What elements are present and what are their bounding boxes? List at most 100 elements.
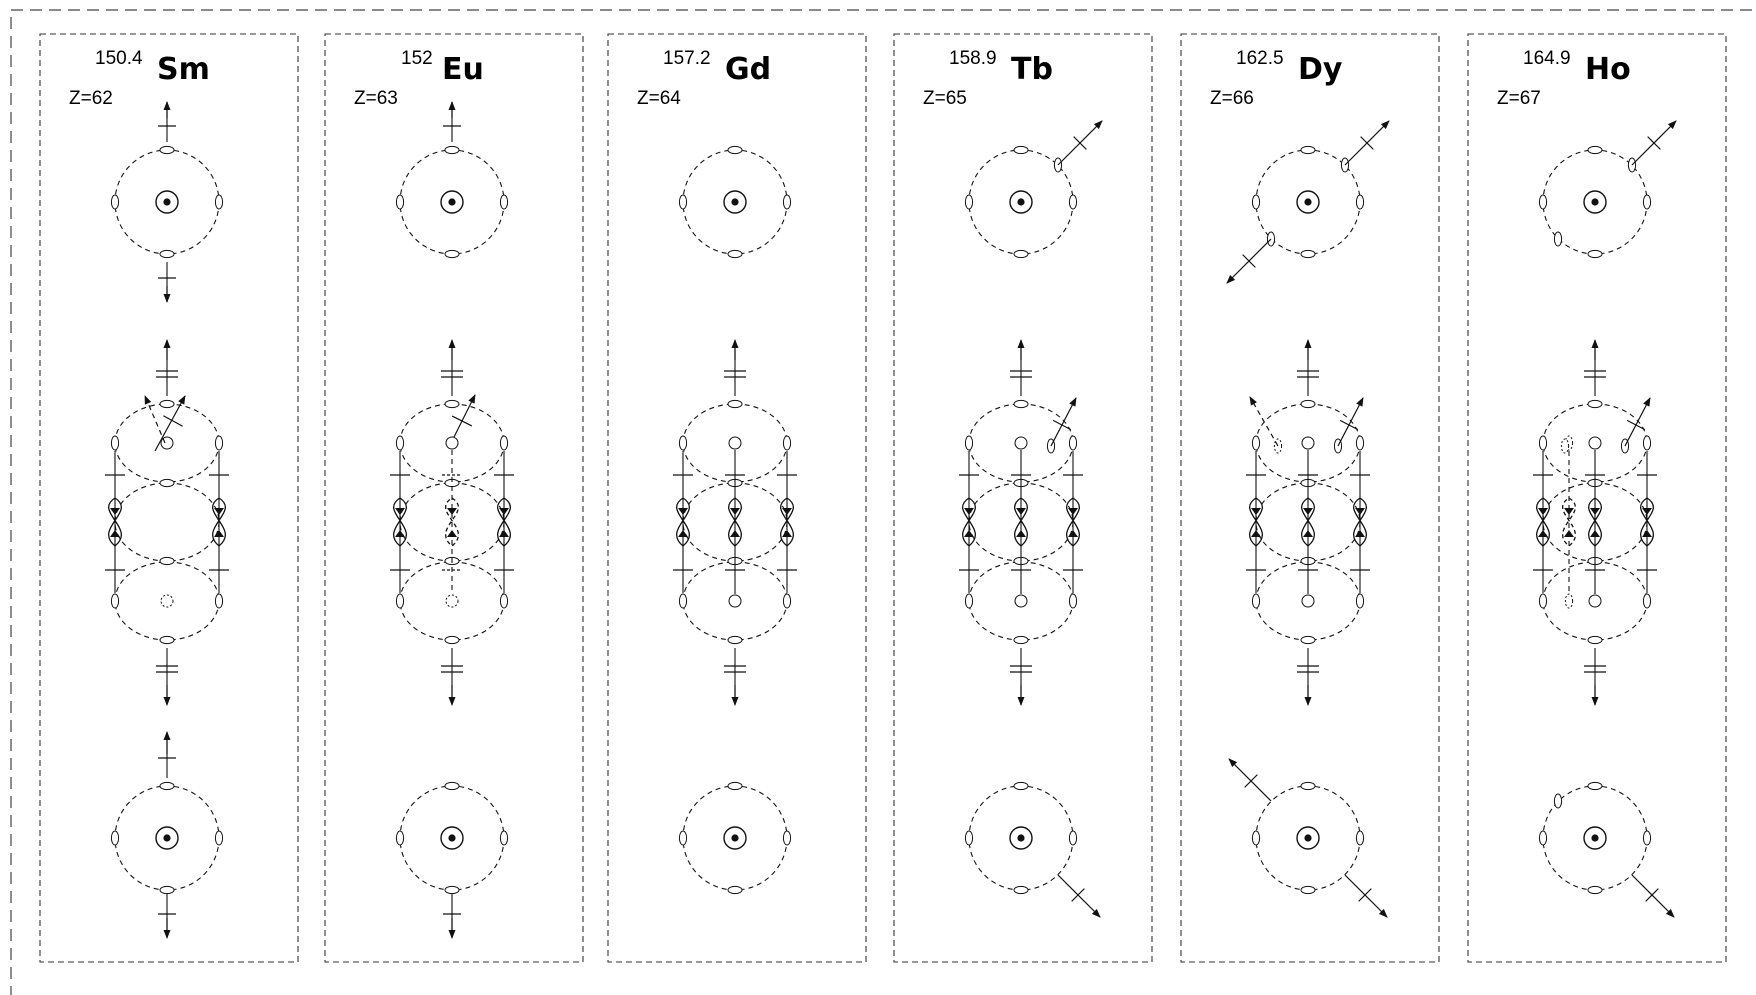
nucleus-dot bbox=[1017, 834, 1025, 842]
inner-ion bbox=[1301, 594, 1315, 608]
electron-marker bbox=[110, 830, 120, 846]
figure-eight-loop bbox=[1014, 497, 1028, 547]
atomic-mass-label: 162.5 bbox=[1236, 48, 1284, 69]
loop-arrowhead bbox=[964, 508, 974, 515]
figure-eight-loop bbox=[962, 497, 976, 547]
loop-arrowhead bbox=[395, 508, 405, 515]
inner-ion bbox=[1301, 436, 1315, 450]
electron-marker bbox=[110, 194, 120, 210]
loop-arrowhead bbox=[678, 530, 688, 537]
electron-marker bbox=[1251, 593, 1261, 609]
electron-marker bbox=[1553, 793, 1563, 809]
loop-arrowhead bbox=[964, 530, 974, 537]
orbit-ring bbox=[114, 482, 220, 562]
electron-marker bbox=[159, 399, 175, 409]
loop-arrowhead bbox=[1068, 508, 1078, 515]
electron-marker bbox=[1587, 781, 1603, 791]
loop-arrowhead bbox=[730, 530, 740, 537]
electron-marker bbox=[678, 593, 688, 609]
loop-arrowhead bbox=[678, 508, 688, 515]
element-panel-gd: 157.2 GdZ=64 bbox=[607, 33, 867, 963]
electron-marker bbox=[782, 435, 792, 451]
electron-marker bbox=[1251, 830, 1261, 846]
nucleus-dot bbox=[163, 834, 171, 842]
panel-frame bbox=[607, 33, 867, 963]
electron-marker bbox=[1013, 399, 1029, 409]
element-symbol: Dy bbox=[1298, 52, 1343, 87]
electron-marker bbox=[1068, 194, 1078, 210]
nucleus-dot bbox=[1591, 834, 1599, 842]
electron-marker bbox=[214, 593, 224, 609]
electron-marker bbox=[964, 435, 974, 451]
element-symbol: Sm bbox=[157, 52, 210, 87]
electron-marker bbox=[214, 194, 224, 210]
electron-marker bbox=[395, 194, 405, 210]
loop-arrowhead bbox=[730, 508, 740, 515]
nucleus-dot bbox=[1591, 198, 1599, 206]
loop-arrowhead bbox=[110, 530, 120, 537]
atomic-number-label: Z=65 bbox=[923, 88, 967, 109]
electron-marker bbox=[214, 435, 224, 451]
electron-marker bbox=[499, 435, 509, 451]
nucleus-dot bbox=[448, 198, 456, 206]
outer-frame bbox=[10, 9, 1756, 995]
electron-marker bbox=[1587, 145, 1603, 155]
bond-tick bbox=[1645, 888, 1659, 902]
element-symbol: Gd bbox=[725, 52, 771, 87]
inner-ion bbox=[728, 436, 742, 450]
nucleus-dot bbox=[1304, 198, 1312, 206]
figure-eight-loop bbox=[1588, 497, 1602, 547]
electron-marker bbox=[1355, 435, 1365, 451]
electron-marker bbox=[159, 781, 175, 791]
panel-frame bbox=[324, 33, 584, 963]
loop-arrowhead bbox=[782, 508, 792, 515]
electron-marker bbox=[1642, 593, 1652, 609]
electron-marker bbox=[1538, 830, 1548, 846]
element-symbol: Tb bbox=[1011, 52, 1053, 87]
spin-arrow bbox=[1249, 396, 1279, 447]
atomic-number-label: Z=63 bbox=[354, 88, 398, 109]
electron-marker bbox=[964, 830, 974, 846]
nucleus-dot bbox=[731, 834, 739, 842]
electron-marker bbox=[444, 399, 460, 409]
spin-arrow bbox=[453, 394, 476, 438]
electron-marker bbox=[1300, 781, 1316, 791]
electron-marker bbox=[1538, 435, 1548, 451]
loop-arrowhead bbox=[1355, 530, 1365, 537]
figure-eight-loop bbox=[497, 497, 511, 547]
atomic-mass-label: 164.9 bbox=[1523, 48, 1571, 69]
loop-arrowhead bbox=[1303, 508, 1313, 515]
loop-arrowhead bbox=[214, 508, 224, 515]
figure-eight-loop bbox=[780, 497, 794, 547]
electron-marker bbox=[1355, 830, 1365, 846]
atomic-mass-label: 152 bbox=[401, 48, 433, 69]
figure-eight-loop bbox=[1353, 497, 1367, 547]
loop-arrowhead bbox=[782, 530, 792, 537]
electron-marker bbox=[727, 885, 743, 895]
figure-eight-loop bbox=[1301, 497, 1315, 547]
spin-arrow bbox=[154, 395, 186, 452]
atomic-mass-label: 157.2 bbox=[663, 48, 711, 69]
nucleus-dot bbox=[163, 198, 171, 206]
figure-eight-loop bbox=[1066, 497, 1080, 547]
electron-marker bbox=[1587, 885, 1603, 895]
loop-arrowhead bbox=[1016, 508, 1026, 515]
electron-marker bbox=[1251, 194, 1261, 210]
electron-marker bbox=[159, 635, 175, 645]
figure-eight-loop bbox=[1536, 497, 1550, 547]
electron-marker bbox=[1068, 830, 1078, 846]
electron-marker bbox=[1013, 635, 1029, 645]
electron-marker bbox=[444, 781, 460, 791]
bond-tick bbox=[1071, 888, 1085, 902]
electron-marker bbox=[444, 249, 460, 259]
electron-marker bbox=[1642, 194, 1652, 210]
atomic-number-label: Z=64 bbox=[637, 88, 681, 109]
electron-marker bbox=[110, 435, 120, 451]
bond-tick bbox=[1073, 136, 1087, 150]
figure-eight-loop bbox=[1249, 497, 1263, 547]
loop-arrowhead bbox=[1538, 508, 1548, 515]
electron-marker bbox=[499, 593, 509, 609]
loop-arrowhead bbox=[1068, 530, 1078, 537]
atomic-number-label: Z=66 bbox=[1210, 88, 1254, 109]
electron-marker bbox=[1553, 231, 1563, 247]
